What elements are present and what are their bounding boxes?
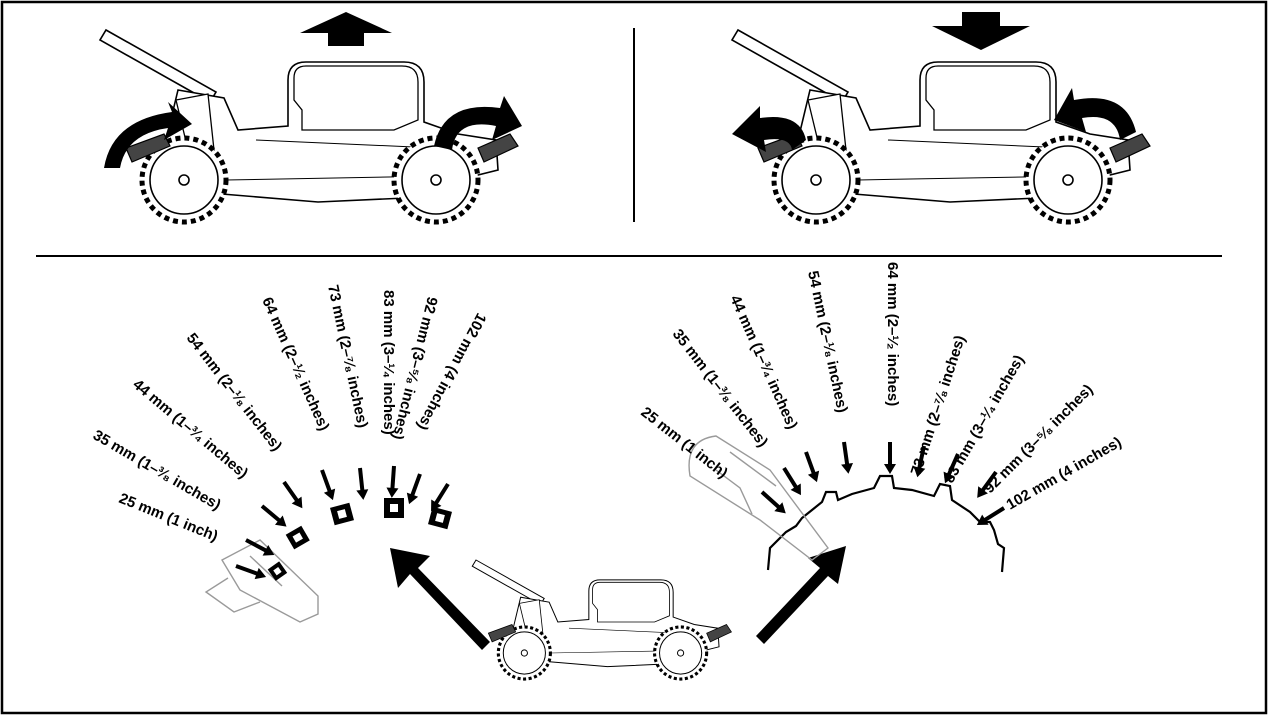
rotate-arrow-icon (104, 102, 192, 168)
pointer-arrow-icon (386, 465, 399, 498)
height-label: 73 mm (2–⁷⁄₈ inches) (324, 283, 371, 429)
pointer-arrow-icon (406, 473, 422, 505)
right-handle-outline (688, 435, 829, 561)
pointer-arrow-icon (884, 442, 896, 474)
lower-panel (732, 12, 1150, 222)
height-label: 83 mm (3–¹⁄₄ inches) (380, 290, 397, 435)
rotate-arrow-icon (732, 106, 806, 152)
pointer-arrow-icon (235, 564, 267, 580)
pointer-arrow-icon (782, 466, 801, 496)
pointer-arrow-icon (913, 445, 926, 478)
pointer-arrow-icon (976, 506, 1006, 525)
up-arrow-icon (300, 12, 392, 46)
right-diagonal-arrow-icon (756, 546, 846, 644)
left-diagonal-arrow-icon (390, 548, 490, 650)
raise-panel (100, 12, 522, 222)
pointer-arrow-icon (977, 470, 998, 498)
pointer-arrow-icon (841, 441, 854, 474)
pointer-arrow-icon (320, 469, 336, 501)
down-arrow-icon (932, 26, 1030, 50)
left-handle-outline (204, 539, 319, 623)
right-height-labels: 25 mm (1 inch)35 mm (1–³⁄₈ inches)44 mm … (638, 262, 1125, 525)
pointer-arrow-icon (804, 451, 820, 483)
rotate-arrow-icon (434, 96, 522, 150)
rotate-arrow-icon (1054, 88, 1136, 140)
pointer-arrow-icon (760, 490, 786, 514)
pointer-arrow-icon (260, 504, 287, 527)
height-label: 54 mm (2–¹⁄₈ inches) (804, 269, 851, 414)
pointer-arrow-icon (356, 467, 369, 500)
left-notch-icons (267, 498, 452, 581)
bottom-mower (470, 558, 733, 681)
height-label: 64 mm (2–¹⁄₂ inches) (884, 262, 901, 406)
height-notch-arc (766, 474, 1006, 573)
height-label: 25 mm (1 inch) (638, 404, 731, 482)
pointer-arrow-icon (245, 538, 275, 556)
height-label: 64 mm (2–¹⁄₂ inches) (258, 295, 332, 434)
pointer-arrow-icon (943, 453, 960, 484)
pointer-arrow-icon (431, 482, 450, 512)
pointer-arrow-icon (282, 480, 303, 509)
down-arrow-stem (962, 12, 1000, 28)
